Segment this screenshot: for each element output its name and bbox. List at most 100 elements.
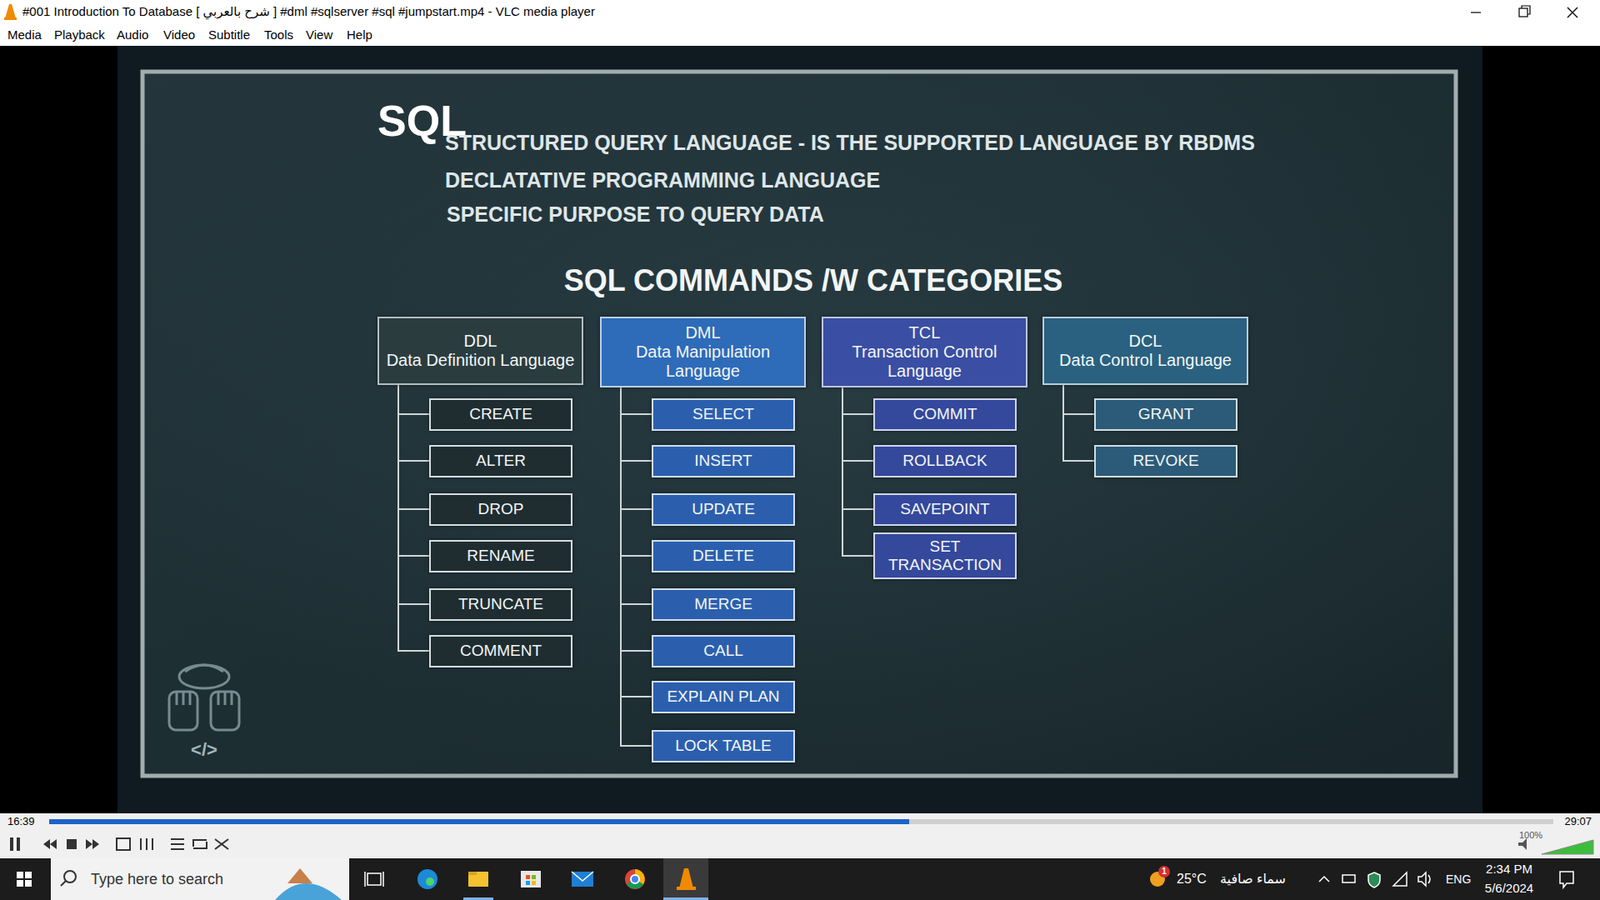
start-button [16,871,32,887]
tree-connector [398,385,430,605]
chalkboard-glow [145,74,1454,774]
box-subtitle: Data Control Language [1059,350,1232,370]
window-title: #001 Introduction To Database [ شرح بالع… [22,4,595,19]
elapsed-time: 16:39 [7,815,35,829]
tree-connector [620,387,652,697]
clock-date: 5/6/2024 [1485,880,1534,895]
command-box: SAVEPOINT [873,493,1017,526]
slide-bullet: STRUCTURED QUERY LANGUAGE - IS THE SUPPO… [445,130,1255,155]
box-heading: CREATE [469,405,533,424]
taskbar [0,858,1600,900]
controls-bar [0,813,1600,859]
box-heading: INSERT [694,451,752,470]
search-illustration [275,883,342,900]
box-heading: TCL [909,323,941,343]
category-header: DDLData Definition Language [377,316,584,385]
box-heading: LOCK TABLE [675,736,771,755]
box-heading: SELECT [692,405,755,424]
menu-item: Video [163,27,195,42]
box-heading: MERGE [694,595,753,614]
menu-item: Help [346,27,373,42]
search-icon-handle [60,880,66,886]
tree-connector [842,387,874,461]
box-heading: ROLLBACK [902,451,987,470]
category-header: TCLTransaction Control Language [821,316,1028,388]
tray-icons [1319,871,1574,888]
channel-logo [169,665,240,730]
store-logo [525,875,536,885]
box-heading: GRANT [1138,405,1195,424]
box-heading: TRUNCATE [458,595,544,614]
tree-connector [398,385,430,510]
box-heading: DROP [478,500,525,519]
chrome-center [630,875,640,884]
tree-connector [620,387,652,746]
mail-flap [571,871,594,881]
search-icon [64,870,76,883]
box-heading: SAVEPOINT [900,500,990,519]
box-heading: DDL [463,331,497,351]
video-area [0,45,1600,814]
task-view [365,871,384,887]
menu-item: Playback [54,27,105,42]
box-subtitle: Data Manipulation Language [608,342,798,381]
tree-connector [620,387,652,651]
box-heading: DML [685,323,720,343]
command-box: LOCK TABLE [651,730,795,763]
search-placeholder: Type here to search [90,870,224,889]
edge-icon [417,869,438,890]
box-heading: COMMIT [912,405,977,424]
progress-fill [49,819,910,825]
command-box: ROLLBACK [873,445,1017,478]
tree-connector [842,387,874,415]
command-box: SELECT [651,398,795,431]
menu-item: Tools [264,27,294,42]
weather-temperature: 25°C [1176,871,1207,887]
tree-connector [620,387,652,415]
command-box: ALTER [429,445,573,478]
explorer-active [463,897,494,900]
vlc-task-icon [679,868,694,889]
menu-item: View [305,27,333,42]
tree-connector [620,387,652,510]
menu-item: Audio [116,27,149,42]
tree-connector [842,387,874,556]
box-heading: DELETE [692,546,755,565]
command-box: GRANT [1094,398,1238,431]
tree-connector [620,387,652,605]
vlc-icon [5,4,16,19]
edge-icon-inner [425,877,435,886]
close-button [1567,7,1578,18]
logo-mark: </> [190,739,218,760]
vlc-task-active [663,858,709,900]
tree-connector [398,385,430,651]
tree-connector [620,387,652,556]
command-box: INSERT [651,445,795,478]
minimize-button [1470,11,1481,13]
tree-connector [398,385,430,415]
restore-button [1519,8,1528,17]
mail-icon [571,871,594,887]
tree-connector [1063,385,1095,415]
vlc-icon-base [4,17,17,20]
video-frame [117,45,1483,814]
box-subtitle: Data Definition Language [386,350,575,370]
command-box: RENAME [429,540,573,573]
command-box: COMMIT [873,398,1017,431]
box-heading: RENAME [466,546,535,565]
tree-connector [842,387,874,510]
menu-item: Subtitle [208,27,250,42]
command-box: EXPLAIN PLAN [651,680,795,714]
category-header: DMLData Manipulation Language [600,316,806,388]
box-heading: CALL [703,641,744,660]
tree-connector [398,385,430,556]
command-box: REVOKE [1094,445,1238,478]
command-box: COMMENT [429,635,573,668]
weather-badge-count: 1 [1161,866,1167,877]
tree-connector [1063,385,1095,461]
box-heading: COMMENT [460,641,542,660]
command-box: CALL [651,635,795,668]
category-header: DCLData Control Language [1042,316,1249,385]
